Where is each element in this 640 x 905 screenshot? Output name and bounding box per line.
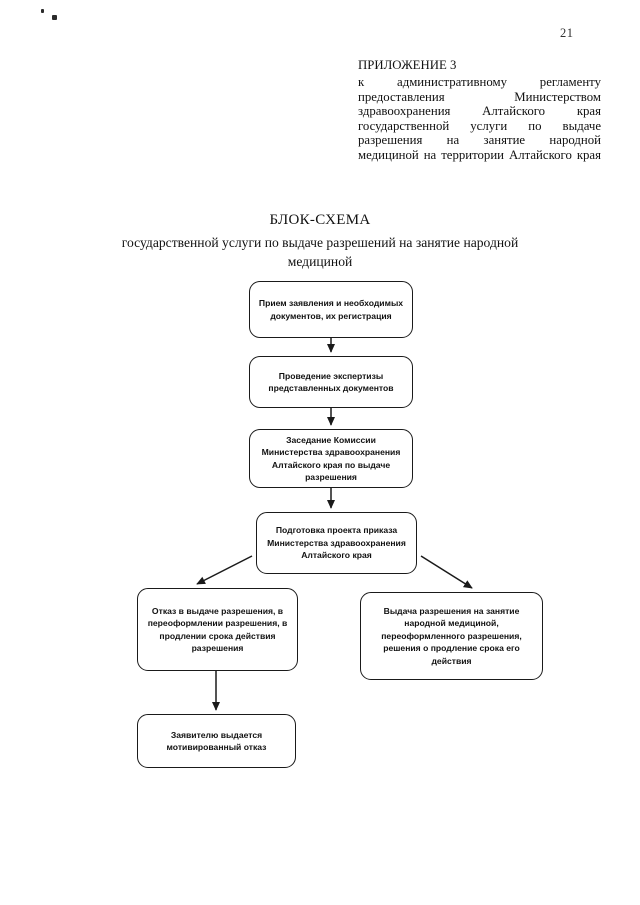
flow-node-application-intake: Прием заявления и необходимых документов…: [249, 281, 413, 338]
flow-node-motivated-refusal: Заявителю выдается мотивированный отказ: [137, 714, 296, 768]
page-number: 21: [560, 26, 574, 40]
flow-node-permit-issued: Выдача разрешения на занятие народной ме…: [360, 592, 543, 680]
appendix-title: ПРИЛОЖЕНИЕ 3: [358, 58, 457, 72]
page-title: БЛОК-СХЕМА: [269, 212, 371, 228]
connector-4-to-5: [196, 555, 253, 585]
appendix-reference-text: к административному регламенту предостав…: [358, 75, 601, 162]
flow-node-order-draft: Подготовка проекта приказа Министерства …: [256, 512, 417, 574]
scan-speck-icon: [52, 15, 57, 20]
connector-4-to-6: [420, 555, 473, 589]
flow-node-document-examination: Проведение экспертизы представленных док…: [249, 356, 413, 408]
flow-node-commission-session: Заседание Комиссии Министерства здравоох…: [249, 429, 413, 488]
appendix-header: ПРИЛОЖЕНИЕ 3 к административному регламе…: [358, 58, 601, 163]
page-subtitle: государственной услуги по выдаче разреше…: [121, 235, 519, 269]
flow-node-refusal: Отказ в выдаче разрешения, в переоформле…: [137, 588, 298, 671]
scan-speck-icon: [41, 9, 44, 13]
